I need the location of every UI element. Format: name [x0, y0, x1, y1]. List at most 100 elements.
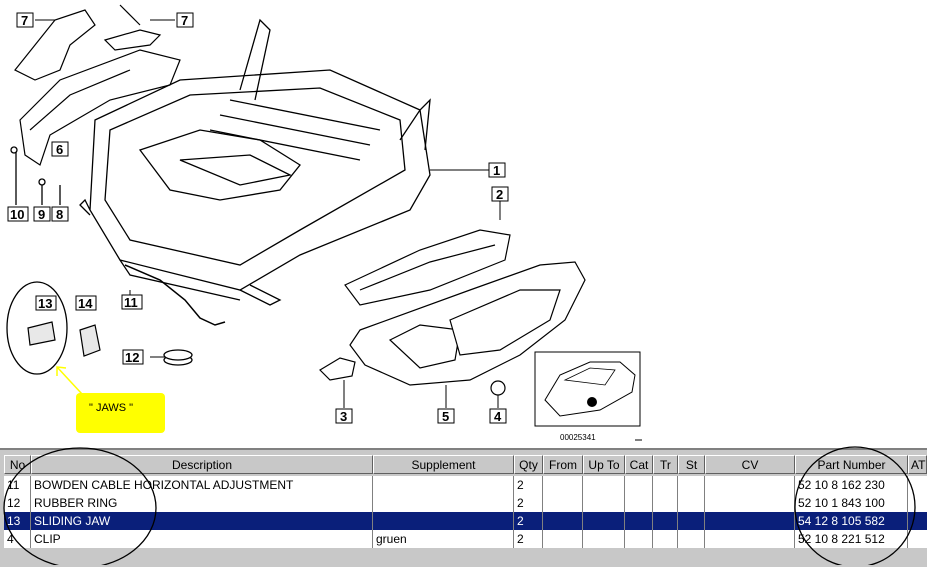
row-st — [678, 494, 705, 512]
column-header-supplement[interactable]: Supplement — [373, 455, 514, 474]
callout-6: 6 — [56, 142, 63, 157]
row-description: BOWDEN CABLE HORIZONTAL ADJUSTMENT — [31, 476, 373, 494]
row-up-to — [583, 476, 625, 494]
row-part-number: 52 10 8 162 230 — [795, 476, 908, 494]
row-at — [908, 494, 927, 512]
row-cv — [705, 512, 795, 530]
row-tr — [653, 476, 678, 494]
row-supplement — [373, 494, 514, 512]
row-cv — [705, 530, 795, 548]
table-rows: 11 BOWDEN CABLE HORIZONTAL ADJUSTMENT 2 … — [0, 476, 927, 567]
callout-5: 5 — [442, 409, 449, 424]
row-supplement — [373, 476, 514, 494]
column-header-qty[interactable]: Qty — [514, 455, 543, 474]
row-description: SLIDING JAW — [31, 512, 373, 530]
bowden-cable-illustration — [124, 264, 226, 326]
callout-7-left: 7 — [21, 13, 28, 28]
column-header-cat[interactable]: Cat — [625, 455, 653, 474]
rubber-ring-illustration — [163, 349, 193, 366]
parts-diagram: 1 2 3 4 5 6 7 7 8 9 10 11 12 13 14 00025… — [6, 4, 642, 442]
callout-4: 4 — [494, 409, 502, 424]
callout-8: 8 — [56, 207, 63, 222]
clip-illustration — [490, 380, 506, 396]
table-row[interactable]: 4 CLIP gruen 2 52 10 8 221 512 — [0, 530, 927, 548]
row-st — [678, 530, 705, 548]
row-from — [543, 494, 583, 512]
column-header-st[interactable]: St — [678, 455, 705, 474]
jaws-note: " JAWS " — [76, 393, 165, 433]
row-qty: 2 — [514, 476, 543, 494]
cap-illustration — [319, 357, 356, 381]
jaws-arrow — [56, 366, 83, 395]
column-header-tr[interactable]: Tr — [653, 455, 678, 474]
side-trim-illustration — [19, 49, 181, 166]
vehicle-thumbnail: 00025341 — [534, 351, 642, 442]
callout-11: 11 — [124, 295, 138, 310]
side-cover-illustration — [349, 261, 586, 386]
row-cv — [705, 476, 795, 494]
row-no: 4 — [4, 530, 31, 548]
row-from — [543, 512, 583, 530]
row-cat — [625, 530, 653, 548]
row-up-to — [583, 494, 625, 512]
row-no: 12 — [4, 494, 31, 512]
row-up-to — [583, 512, 625, 530]
column-header-up-to[interactable]: Up To — [583, 455, 625, 474]
column-header-part-number[interactable]: Part Number — [795, 455, 908, 474]
row-qty: 2 — [514, 530, 543, 548]
row-tr — [653, 530, 678, 548]
row-up-to — [583, 530, 625, 548]
callout-14: 14 — [78, 296, 93, 311]
row-part-number: 52 10 8 221 512 — [795, 530, 908, 548]
row-supplement — [373, 512, 514, 530]
leader-lines — [35, 19, 501, 408]
adjuster-illustration — [344, 229, 511, 306]
row-description: CLIP — [31, 530, 373, 548]
column-header-cv[interactable]: CV — [705, 455, 795, 474]
row-cat — [625, 494, 653, 512]
row-at — [908, 512, 927, 530]
callout-10: 10 — [10, 207, 24, 222]
row-at — [908, 530, 927, 548]
jaws-note-label: " JAWS " — [89, 402, 134, 414]
callout-3: 3 — [340, 409, 347, 424]
row-part-number: 54 12 8 105 582 — [795, 512, 908, 530]
callout-13: 13 — [38, 296, 52, 311]
row-description: RUBBER RING — [31, 494, 373, 512]
column-header-description[interactable]: Description — [31, 455, 373, 474]
screws-illustration — [10, 146, 61, 205]
row-cv — [705, 494, 795, 512]
row-part-number: 52 10 1 843 100 — [795, 494, 908, 512]
row-tr — [653, 512, 678, 530]
column-header-from[interactable]: From — [543, 455, 583, 474]
column-header-no[interactable]: No — [4, 455, 31, 474]
callout-9: 9 — [38, 207, 45, 222]
sliding-jaw-illustration — [27, 321, 56, 346]
row-no: 11 — [4, 476, 31, 494]
row-no: 13 — [4, 512, 31, 530]
row-supplement: gruen — [373, 530, 514, 548]
row-qty: 2 — [514, 512, 543, 530]
parts-table: No Description Supplement Qty From Up To… — [0, 448, 927, 567]
cover-part-illustration — [14, 4, 162, 81]
callout-labels: 1 2 3 4 5 6 7 7 8 9 10 11 12 13 14 — [7, 12, 509, 424]
callout-2: 2 — [496, 187, 503, 202]
seat-frame-illustration — [79, 18, 431, 306]
row-tr — [653, 494, 678, 512]
table-row-selected[interactable]: 13 SLIDING JAW 2 54 12 8 105 582 — [0, 512, 927, 530]
row-qty: 2 — [514, 494, 543, 512]
table-row[interactable]: 11 BOWDEN CABLE HORIZONTAL ADJUSTMENT 2 … — [0, 476, 927, 494]
table-row[interactable]: 12 RUBBER RING 2 52 10 1 843 100 — [0, 494, 927, 512]
row-st — [678, 512, 705, 530]
row-cat — [625, 476, 653, 494]
callout-1: 1 — [493, 163, 500, 178]
callout-12: 12 — [125, 350, 139, 365]
row-from — [543, 530, 583, 548]
part-14-illustration — [79, 324, 101, 357]
row-at — [908, 476, 927, 494]
seat-location-dot — [587, 397, 597, 407]
row-cat — [625, 512, 653, 530]
column-header-at[interactable]: AT — [908, 455, 927, 474]
row-from — [543, 476, 583, 494]
row-st — [678, 476, 705, 494]
